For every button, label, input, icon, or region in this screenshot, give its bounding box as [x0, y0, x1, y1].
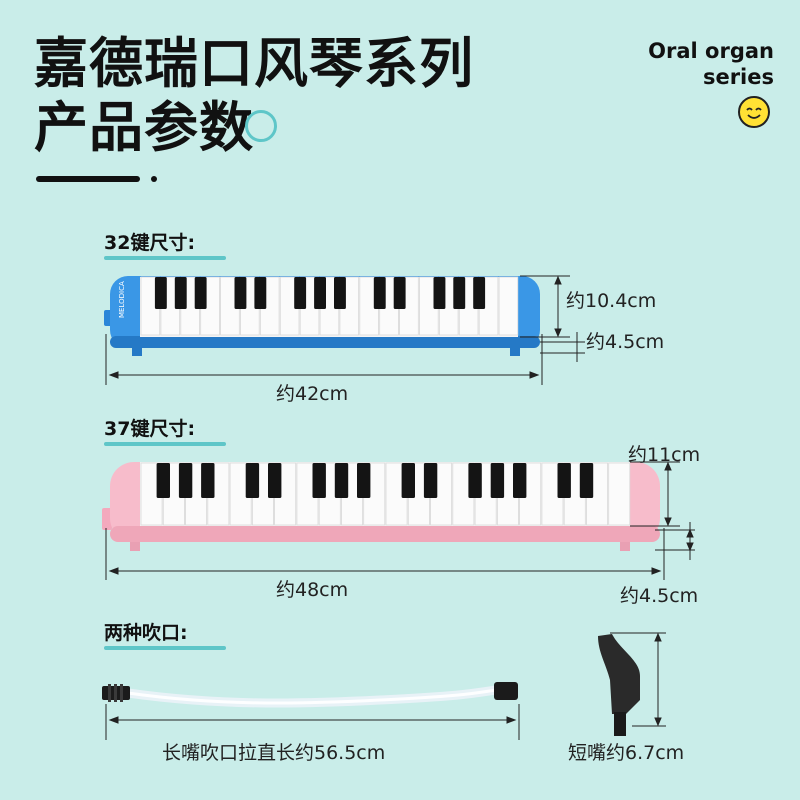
section-37-keys-header: 37键尺寸:: [104, 418, 226, 446]
long-tube-length-label: 长嘴吹口拉直长约56.5cm: [162, 742, 386, 764]
long-tube-mouthpiece: [102, 682, 518, 708]
melodica-32-keys: MELODICA: [104, 276, 540, 356]
melodica-32-dimension-lines: [105, 275, 585, 385]
melodica-32-base: [110, 336, 540, 348]
section-37-keys-label: 37键尺寸:: [104, 418, 196, 440]
black-key: [373, 277, 386, 309]
white-key: [608, 462, 631, 526]
black-key: [194, 277, 207, 309]
page-title-line2: 产品参数: [34, 96, 254, 159]
melodica-32-foot-left: [132, 348, 142, 356]
title-underline: [36, 176, 140, 182]
ring-decoration-icon: [245, 110, 277, 142]
short-mouthpiece-dimension-lines: [610, 632, 666, 727]
black-key: [357, 463, 371, 498]
black-key: [254, 277, 267, 309]
long-tube-dimension-lines: [105, 704, 520, 740]
short-mouthpiece-body: [598, 634, 640, 714]
series-label-line1: Oral organ: [648, 39, 774, 63]
melodica-37-foot-right: [620, 542, 630, 551]
black-key: [468, 463, 482, 498]
black-key: [178, 463, 193, 498]
keys32-thickness-label: 约4.5cm: [586, 331, 665, 353]
section-37-keys-underline: [104, 442, 226, 446]
section-32-keys-underline: [104, 256, 226, 260]
keys37-height-label: 约11cm: [628, 444, 701, 466]
smiley-face-icon: [738, 96, 770, 128]
black-key: [268, 463, 282, 498]
black-key: [433, 277, 446, 309]
melodica-37-keys: [102, 462, 660, 551]
black-key: [245, 463, 260, 498]
black-key: [156, 463, 170, 498]
melodica-32-black-keys: [154, 277, 486, 309]
black-key: [312, 463, 326, 498]
black-key: [490, 463, 505, 498]
white-key: [498, 276, 519, 336]
short-mouth-length-label: 短嘴约6.7cm: [568, 742, 685, 764]
keys37-thickness-label: 约4.5cm: [620, 585, 699, 607]
section-mouthpieces-underline: [104, 646, 226, 650]
black-key: [393, 277, 406, 309]
melodica-32-foot-right: [510, 348, 520, 356]
black-key: [473, 277, 486, 309]
melodica-37-black-keys: [156, 463, 594, 498]
short-mouthpiece-stem: [614, 712, 626, 736]
black-key: [314, 277, 326, 309]
black-key: [557, 463, 571, 498]
section-32-keys-header: 32键尺寸:: [104, 232, 226, 260]
melodica-37-dimension-lines: [105, 461, 695, 580]
melodica-32-brand: MELODICA: [118, 281, 126, 318]
melodica-37-foot-left: [130, 542, 140, 551]
black-key: [579, 463, 594, 498]
black-key: [234, 277, 247, 309]
black-key: [401, 463, 415, 498]
black-key: [201, 463, 215, 498]
keys32-height-label: 约10.4cm: [566, 290, 657, 312]
section-32-keys-label: 32键尺寸:: [104, 232, 196, 254]
short-mouthpiece: [598, 634, 640, 736]
section-mouthpieces-label: 两种吹口:: [104, 622, 188, 644]
melodica-37-base: [110, 526, 660, 542]
black-key: [174, 277, 187, 309]
black-key: [453, 277, 466, 309]
keys32-length-label: 约42cm: [276, 383, 349, 405]
black-key: [334, 463, 349, 498]
black-key: [334, 277, 346, 309]
black-key: [154, 277, 167, 309]
section-mouthpieces-header: 两种吹口:: [104, 622, 226, 650]
black-key: [294, 277, 307, 309]
series-label: Oral organ series: [648, 38, 774, 90]
series-label-line2: series: [702, 65, 774, 89]
melodica-37-mouth-port: [102, 508, 112, 530]
keys37-length-label: 约48cm: [276, 579, 349, 601]
tube-connector-end: [494, 682, 518, 700]
black-key: [423, 463, 438, 498]
title-dot: [151, 176, 157, 182]
page-title-line1: 嘉德瑞口风琴系列: [34, 32, 474, 95]
black-key: [513, 463, 527, 498]
